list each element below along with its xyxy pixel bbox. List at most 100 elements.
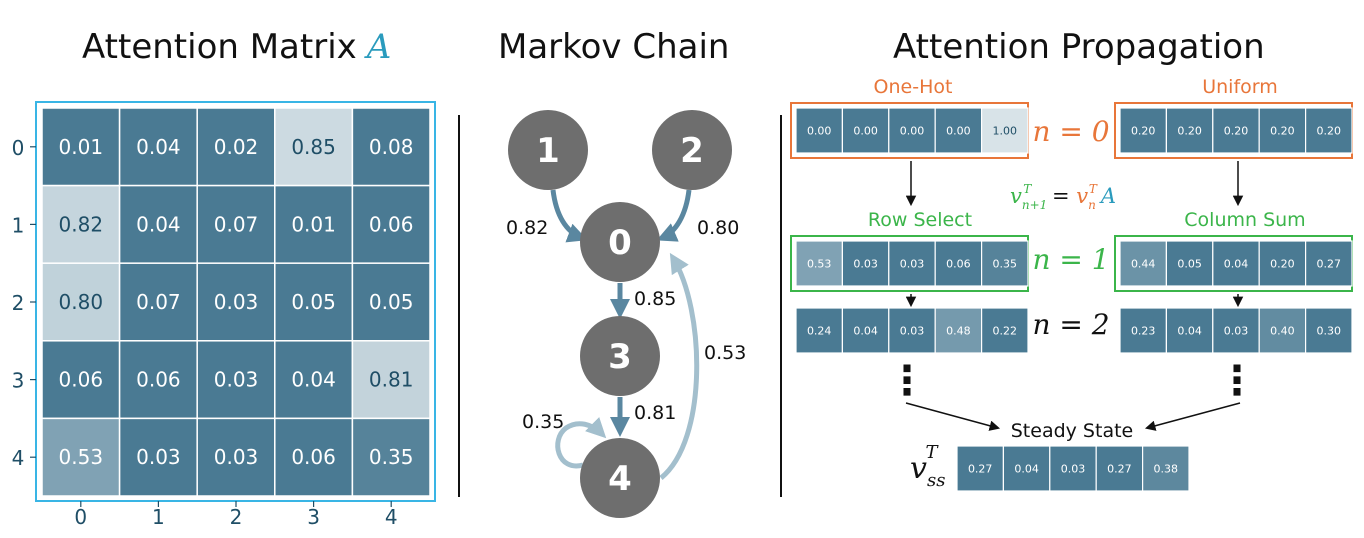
row-select-label: Row Select — [868, 209, 972, 231]
n1-label: n = 1 — [1032, 243, 1109, 276]
col-tick-label: 2 — [230, 505, 243, 529]
attention-propagation: One-Hot Uniform Row Select Column Sum 0.… — [790, 76, 1353, 492]
edge-label-3-4: 0.81 — [634, 402, 676, 424]
onehot-n0-cell — [795, 107, 844, 154]
edge-1-to-0 — [550, 189, 588, 243]
ellipsis-right: ⋮ — [1217, 358, 1257, 404]
matrix-cell-value: 0.03 — [136, 445, 181, 469]
matrix-cell — [41, 184, 121, 264]
node-3 — [580, 316, 660, 396]
uniform-n2-value: 0.03 — [1224, 325, 1249, 338]
uniform-n0-cell — [1212, 107, 1260, 154]
matrix-cell — [351, 184, 431, 264]
uniform-n2-value: 0.23 — [1131, 325, 1156, 338]
steady-cell — [1141, 445, 1190, 492]
uniform-n1-value: 0.44 — [1131, 258, 1156, 271]
uniform-n0-value: 0.20 — [1131, 125, 1156, 138]
ellipsis-left: ⋮ — [887, 358, 927, 404]
onehot-n2-value: 0.03 — [900, 325, 925, 338]
uniform-n0-cell — [1165, 107, 1214, 154]
node-0-label: 0 — [608, 223, 632, 263]
node-0 — [580, 202, 660, 282]
matrix-cell-value: 0.05 — [291, 290, 336, 314]
matrix-cell-value: 0.85 — [291, 135, 336, 159]
matrix-cell — [118, 417, 198, 497]
edge-label-2-0: 0.80 — [697, 217, 739, 239]
onehot-n0-cell — [934, 107, 983, 154]
column-sum-label: Column Sum — [1184, 209, 1305, 231]
propagation-title: Attention Propagation — [893, 27, 1265, 67]
onehot-n2-cell — [888, 307, 936, 354]
matrix-cell — [41, 107, 121, 187]
matrix-cell-value: 0.07 — [214, 212, 259, 236]
matrix-cell-value: 0.81 — [369, 368, 414, 392]
uniform-n1-value: 0.20 — [1270, 258, 1295, 271]
row-tick-label: 4 — [12, 446, 25, 470]
node-4 — [580, 438, 660, 518]
markov-title: Markov Chain — [498, 27, 729, 67]
matrix-cell-value: 0.35 — [369, 445, 414, 469]
onehot-n1-cell — [841, 240, 890, 287]
uniform-n2-cell — [1258, 307, 1307, 354]
onehot-n1-value: 0.03 — [900, 258, 925, 271]
steady-value: 0.03 — [1061, 463, 1086, 476]
edge-2-to-0 — [656, 189, 692, 242]
matrix-cell — [118, 340, 198, 420]
onehot-n2-value: 0.24 — [807, 325, 832, 338]
n2-label: n = 2 — [1032, 308, 1109, 341]
node-1-label: 1 — [536, 131, 560, 171]
uniform-n1-cell — [1258, 240, 1307, 287]
matrix-cell-value: 0.03 — [214, 445, 259, 469]
matrix-cell — [41, 417, 121, 497]
uniform-n2-cell — [1119, 307, 1168, 354]
node-2 — [652, 110, 732, 190]
uniform-n0-value: 0.20 — [1177, 125, 1202, 138]
onehot-n0-cell — [980, 107, 1029, 154]
onehot-n0-cell — [888, 107, 936, 154]
matrix-cell-value: 0.82 — [59, 212, 104, 236]
matrix-cell — [351, 417, 431, 497]
node-1 — [508, 110, 588, 190]
steady-value: 0.27 — [968, 463, 993, 476]
matrix-cell — [196, 340, 276, 420]
onehot-n1-cell — [795, 240, 844, 287]
steady-state-label: Steady State — [1011, 420, 1133, 442]
matrix-cell — [274, 262, 354, 342]
onehot-n0-value: 0.00 — [900, 125, 925, 138]
edge-4-to-0 — [659, 252, 700, 480]
matrix-cell-value: 0.05 — [369, 290, 414, 314]
steady-cell — [1049, 445, 1097, 492]
node-3-label: 3 — [608, 337, 632, 377]
matrix-symbol: A — [364, 27, 392, 67]
matrix-cell-value: 0.02 — [214, 135, 259, 159]
node-4-label: 4 — [608, 459, 632, 499]
steady-value: 0.27 — [1107, 463, 1132, 476]
row-tick-label: 3 — [12, 369, 25, 393]
uniform-n0-value: 0.20 — [1224, 125, 1249, 138]
edge-4-self-loop — [555, 417, 607, 469]
uniform-n1-value: 0.04 — [1224, 258, 1249, 271]
uniform-n1-cell — [1304, 240, 1353, 287]
onehot-n2-value: 0.48 — [946, 325, 971, 338]
one-hot-label: One-Hot — [874, 76, 953, 98]
steady-cell — [1002, 445, 1051, 492]
uniform-n2-cell — [1304, 307, 1353, 354]
uniform-label: Uniform — [1202, 76, 1278, 98]
uniform-n1-value: 0.05 — [1177, 258, 1202, 271]
matrix-cell-value: 0.06 — [59, 368, 104, 392]
n0-label: n = 0 — [1032, 115, 1109, 148]
matrix-cell-value: 0.03 — [214, 290, 259, 314]
matrix-cell-value: 0.80 — [59, 290, 104, 314]
uniform-n0-value: 0.20 — [1270, 125, 1295, 138]
uniform-n2-cell — [1165, 307, 1214, 354]
onehot-n1-value: 0.53 — [807, 258, 832, 271]
uniform-n2-value: 0.30 — [1317, 325, 1342, 338]
onehot-n2-value: 0.22 — [993, 325, 1018, 338]
uniform-n1-cell — [1165, 240, 1214, 287]
uniform-n1-cell — [1212, 240, 1260, 287]
uniform-n0-value: 0.20 — [1317, 125, 1342, 138]
